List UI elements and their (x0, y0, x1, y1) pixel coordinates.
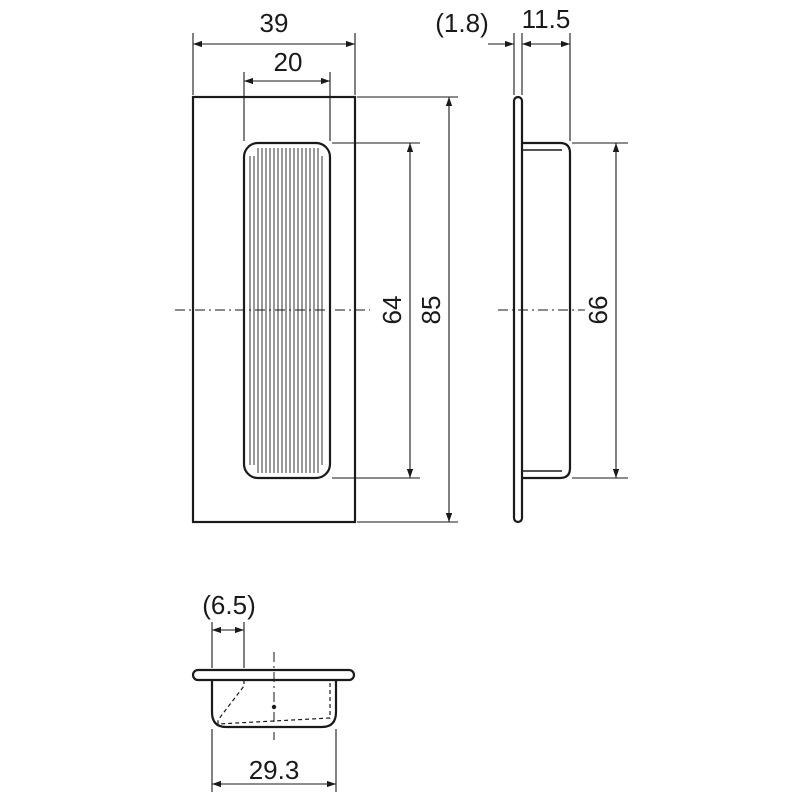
dim-text-1-8: (1.8) (435, 8, 488, 38)
dim-height-body: 66 (572, 142, 628, 479)
dim-text-29-3: 29.3 (249, 755, 300, 785)
dim-text-6-5: (6.5) (202, 590, 255, 620)
dim-height-recess: 64 (332, 142, 420, 479)
dim-body-width: 29.3 (211, 729, 337, 792)
dim-text-64: 64 (377, 296, 407, 325)
side-view (498, 95, 585, 524)
dim-text-20: 20 (274, 47, 303, 77)
dim-width-recess: 20 (243, 47, 331, 141)
dim-height-overall: 85 (357, 96, 458, 523)
dim-text-66: 66 (583, 296, 613, 325)
front-view (175, 95, 370, 524)
dim-text-11-5: 11.5 (522, 4, 571, 34)
dim-lip: (6.5) (202, 590, 256, 668)
side-body (522, 141, 572, 480)
hidden-recess-profile (217, 680, 331, 725)
dim-text-39: 39 (260, 8, 289, 38)
dim-text-85: 85 (416, 296, 446, 325)
dim-width-overall: 39 (192, 8, 356, 95)
bottom-view (191, 652, 356, 740)
dim-side-thickness: (1.8) 11.5 (435, 4, 571, 141)
